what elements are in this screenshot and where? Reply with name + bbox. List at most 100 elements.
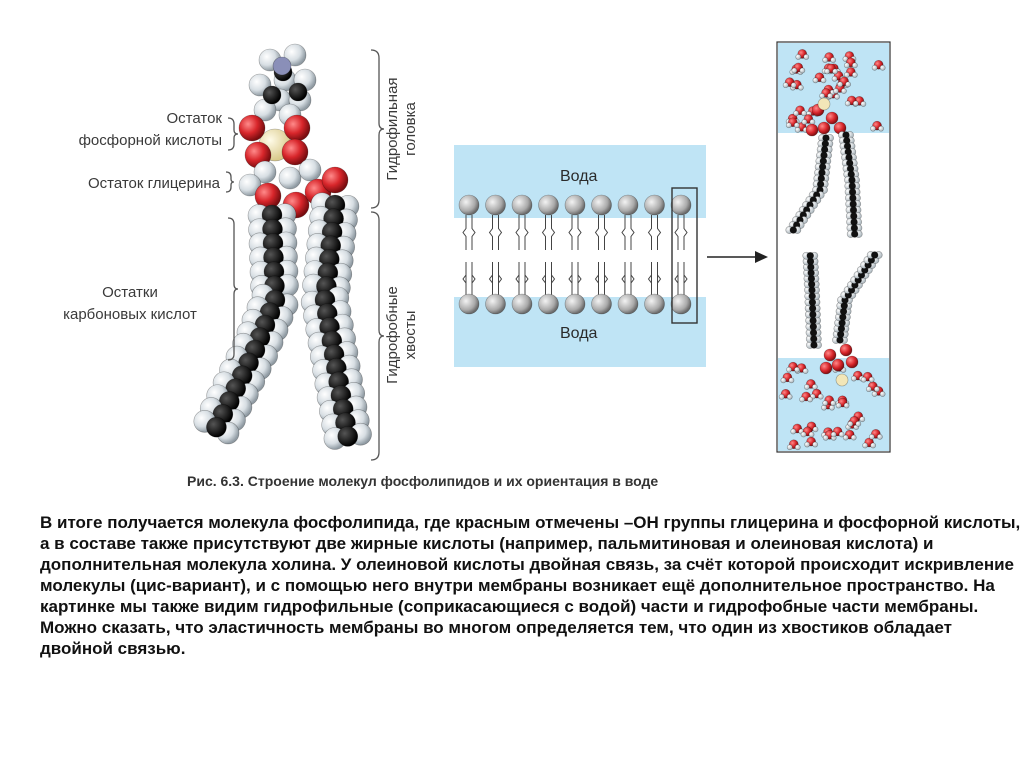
nitrogen-atom [272, 56, 292, 76]
lipid-head-bottom [538, 293, 559, 315]
body-paragraph: В итоге получается молекула фосфолипида,… [40, 512, 1024, 659]
lipid-tail-line [621, 262, 626, 296]
lipid-tail-line [462, 215, 467, 250]
lipid-tail-line [541, 215, 546, 250]
panel-lower-tail-carbon-atom [810, 335, 818, 343]
water-hydrogen-atom [803, 384, 810, 390]
lipid-tail-line [604, 215, 609, 250]
water-hydrogen-atom [797, 84, 804, 91]
lipid-tail-line [488, 215, 493, 250]
lipid-head-bottom [644, 293, 665, 315]
water-hydrogen-atom [827, 93, 833, 99]
water-hydrogen-atom [782, 82, 789, 89]
water-hydrogen-atom [843, 402, 850, 409]
lipid-tail-line [551, 262, 556, 296]
water-hydrogen-atom [786, 393, 793, 400]
water-hydrogen-atom [785, 122, 792, 129]
carboxylic-acids-label: Остатки карбоновых кислот [20, 282, 222, 326]
water-hydrogen-atom [799, 396, 805, 403]
water-hydrogen-atom [870, 442, 877, 449]
hydrophobic-bracket [370, 211, 385, 461]
water-hydrogen-atom [868, 376, 875, 383]
water-hydrogen-atom [837, 81, 843, 88]
water-hydrogen-atom [865, 386, 872, 393]
body-paragraph-text: В итоге получается молекула фосфолипида,… [40, 513, 1021, 658]
water-hydrogen-atom [778, 393, 785, 400]
lipid-tail-line [498, 215, 503, 250]
water-hydrogen-atom [803, 54, 810, 60]
water-hydrogen-atom [832, 68, 839, 75]
glycerol-hydrogen-atom [238, 173, 262, 197]
water-hydrogen-atom [841, 88, 847, 94]
lipid-head-bottom [458, 293, 480, 315]
panel-head-oxygen-atom [805, 123, 819, 137]
water-hydrogen-atom [845, 81, 851, 88]
water-hydrogen-atom [842, 434, 849, 441]
water-hydrogen-atom [800, 431, 807, 438]
water-hydrogen-atom [855, 420, 862, 427]
water-hydrogen-atom [802, 368, 809, 374]
lipid-tail-line [674, 262, 679, 296]
phosphoric-acid-label: Остаток фосфорной кислоты [20, 108, 222, 152]
panel-head-oxygen-atom [839, 343, 853, 357]
water-hydrogen-atom [822, 400, 829, 407]
lipid-tail-line [551, 215, 556, 250]
glycerol-hydrogen-atom [298, 158, 322, 182]
panel-phosphorus-atom [817, 97, 831, 111]
oleic-tail-carbon-atom [206, 416, 227, 438]
lipid-tail-line [471, 262, 476, 296]
phosphate-oxygen-atom [281, 138, 309, 166]
panel-lower-tail-carbon-atom [809, 329, 818, 337]
water-hydrogen-atom [851, 72, 858, 78]
lipid-tail-line [594, 215, 599, 250]
highlight-frame [671, 187, 698, 324]
water-hydrogen-atom [860, 376, 867, 383]
lipid-head-top [644, 194, 665, 216]
water-hydrogen-atom [862, 442, 869, 449]
glycerol-hydrogen-atom [278, 166, 302, 190]
lipid-head-top [617, 194, 639, 216]
water-hydrogen-atom [788, 377, 795, 384]
water-hydrogen-atom [830, 57, 837, 63]
panel-lower-tail-carbon-atom [808, 298, 817, 306]
water-hydrogen-atom [793, 110, 799, 117]
carboxylic-acids-label-line2: карбоновых кислот [63, 306, 197, 323]
water-hydrogen-atom [812, 77, 819, 84]
water-hydrogen-atom [835, 402, 842, 409]
water-hydrogen-atom [830, 400, 837, 407]
lipid-tail-line [683, 215, 688, 250]
glycerol-hydrogen-atom [253, 160, 277, 184]
water-hydrogen-atom [812, 441, 819, 448]
panel-head-oxygen-atom [819, 361, 833, 375]
lipid-head-top [670, 194, 692, 216]
lipid-tail-line [577, 215, 582, 250]
lipid-head-bottom [564, 293, 586, 315]
water-hydrogen-atom [847, 420, 854, 427]
water-hydrogen-atom [868, 433, 875, 440]
water-hydrogen-atom [843, 72, 850, 78]
lipid-head-bottom [617, 293, 639, 315]
water-hydrogen-atom [801, 119, 808, 125]
figure-caption-text: Строение молекул фосфолипидов и их ориен… [247, 473, 659, 489]
water-hydrogen-atom [871, 391, 878, 397]
lipid-tail-line [488, 262, 493, 296]
lipid-tail-line [630, 215, 635, 250]
panel-lower-tail-carbon-atom [809, 316, 817, 325]
lipid-tail-line [515, 215, 520, 250]
lipid-head-bottom [485, 293, 506, 315]
phosphoric-bracket [227, 117, 239, 151]
lipid-tail-line [604, 262, 609, 296]
arrow-head [755, 251, 768, 263]
choline-hydrogen-atom [283, 43, 307, 67]
phosphate-oxygen-atom [238, 114, 266, 142]
hydrophilic-bracket [370, 49, 385, 209]
palmitic-tail-carbon-atom [337, 426, 359, 447]
water-hydrogen-atom [838, 431, 845, 438]
lipid-head-top [564, 194, 586, 216]
water-hydrogen-atom [794, 366, 800, 373]
